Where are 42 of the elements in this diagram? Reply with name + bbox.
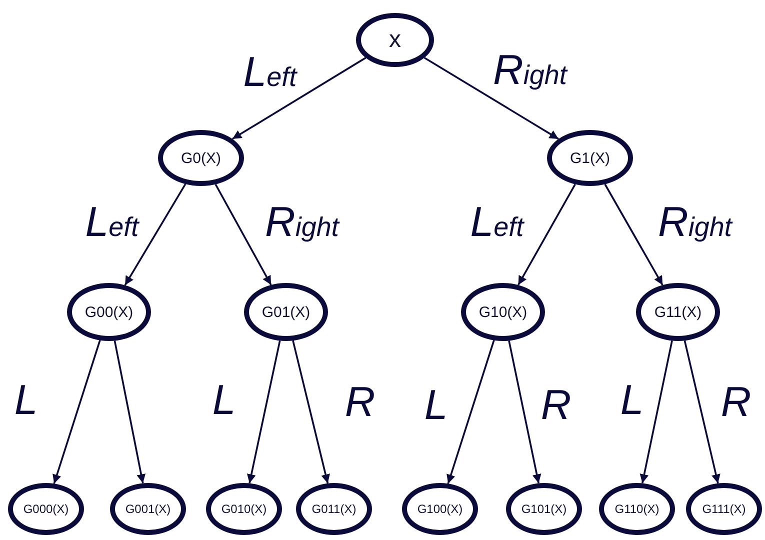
arrow	[508, 340, 542, 484]
node-label: G111(X)	[702, 503, 746, 515]
arrow	[52, 340, 101, 484]
node-label: G1(X)	[570, 150, 610, 166]
arrow	[446, 340, 495, 484]
node-label: G000(X)	[23, 503, 69, 515]
node-label: G10(X)	[478, 304, 528, 320]
arrow	[604, 184, 664, 286]
node-label: x	[389, 28, 401, 52]
node-label: G100(X)	[417, 503, 463, 515]
arrow	[232, 57, 366, 140]
edge-label: Right	[493, 49, 567, 91]
arrow	[114, 340, 146, 484]
arrow	[517, 184, 576, 286]
node-label: G110(X)	[614, 503, 660, 515]
edge-label: L	[620, 379, 644, 421]
edge-label: R	[540, 384, 572, 426]
arrow	[292, 340, 330, 484]
node-label: G01(X)	[262, 304, 310, 320]
arrow	[640, 340, 673, 484]
arrow	[124, 184, 186, 286]
edge-label: Right	[265, 201, 339, 243]
edge-label: R	[720, 381, 752, 423]
arrow	[246, 340, 281, 484]
node-label: G011(X)	[312, 503, 356, 515]
node-label: G11(X)	[654, 304, 702, 320]
edge-label: R	[344, 381, 376, 423]
edge-label: L	[424, 384, 448, 426]
node-label: G00(X)	[84, 304, 134, 320]
edge-label: L	[14, 379, 38, 421]
arrow	[684, 340, 720, 484]
edge-label: Left	[243, 51, 297, 93]
edge-label: Right	[658, 201, 732, 243]
node-label: G0(X)	[180, 150, 221, 166]
node-label: G001(X)	[125, 503, 171, 515]
edge-label: L	[212, 379, 236, 421]
edge-label: Left	[470, 201, 524, 243]
edge-label: Left	[85, 201, 139, 243]
arrow	[424, 57, 559, 140]
node-label: G101(X)	[521, 503, 567, 515]
node-label: G010(X)	[221, 503, 267, 515]
arrow	[214, 184, 272, 286]
